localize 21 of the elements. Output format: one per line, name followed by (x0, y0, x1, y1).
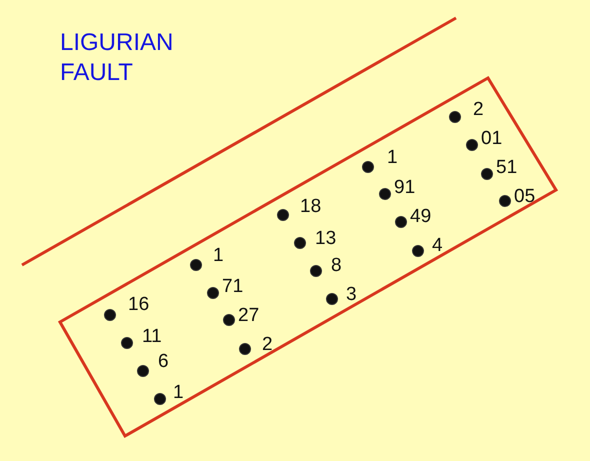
point-number: 1 (387, 147, 398, 169)
point-number: 18 (300, 196, 322, 218)
point-number: 3 (346, 284, 357, 306)
point-number: 11 (142, 326, 162, 348)
point-number: 05 (514, 186, 536, 208)
point-number: 2 (262, 334, 273, 356)
point-number: 49 (410, 206, 432, 228)
point-number: 13 (315, 228, 336, 250)
point-number: 2 (473, 99, 484, 121)
point-number: 71 (222, 276, 244, 298)
fault-name: LIGURIAN FAULT (60, 28, 174, 88)
point-number: 51 (496, 157, 518, 179)
point-number: 16 (128, 294, 150, 316)
point-number: 1 (213, 245, 224, 267)
point-number: 8 (331, 255, 342, 277)
point-number: 91 (394, 177, 416, 199)
point-number: 4 (432, 235, 443, 257)
point-number: 01 (481, 128, 502, 150)
point-number: 27 (238, 305, 260, 327)
point-number: 6 (158, 351, 169, 373)
point-number: 1 (173, 382, 184, 404)
